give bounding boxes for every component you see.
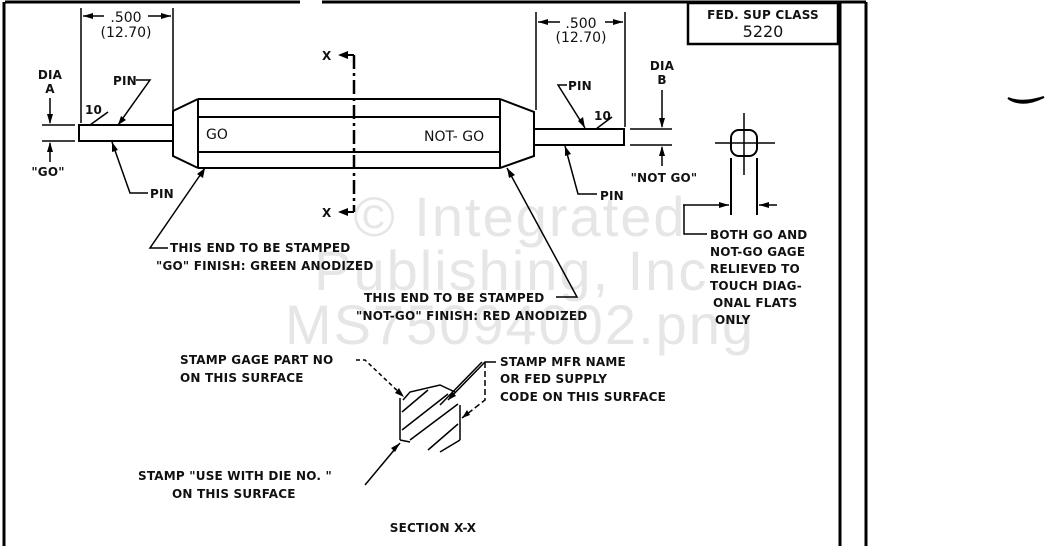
not-go-end-note-1: THIS END TO BE STAMPED	[364, 291, 544, 305]
watermark-line-2: Publishing, Inc.	[314, 239, 726, 302]
chamfer-notes: 10 10	[85, 103, 613, 130]
gage-body: GO NOT- GO	[172, 98, 535, 169]
section-xx-view	[364, 361, 483, 486]
class-label: FED. SUP CLASS	[707, 8, 819, 22]
relief-note-4: TOUCH DIAG-	[710, 279, 802, 293]
pin-label-top-right: PIN	[568, 79, 592, 93]
left-chamfer-value: 10	[85, 103, 102, 117]
watermark: © Integrated Publishing, Inc. MS75094002…	[285, 185, 755, 356]
stamp-part-note-2: ON THIS SURFACE	[180, 371, 304, 385]
relief-note-2: NOT-GO GAGE	[710, 245, 805, 259]
stamp-mfr-note-2: OR FED SUPPLY	[500, 372, 607, 386]
go-end-note-1: THIS END TO BE STAMPED	[170, 241, 350, 255]
edge-mark	[1007, 96, 1045, 104]
not-go-end-note: THIS END TO BE STAMPED "NOT-GO" FINISH: …	[356, 167, 587, 323]
section-mark-top: X	[322, 49, 332, 63]
class-value: 5220	[743, 22, 784, 41]
stamp-mfr-note: STAMP MFR NAME OR FED SUPPLY CODE ON THI…	[447, 355, 666, 419]
section-mark-bottom: X	[322, 206, 332, 220]
go-pin	[78, 124, 174, 142]
go-end-label: GO	[206, 127, 228, 143]
relief-note-6: ONLY	[715, 313, 751, 327]
stamp-part-note-1: STAMP GAGE PART NO	[180, 353, 333, 367]
dia-a-label-1: DIA	[38, 68, 63, 82]
dia-b-label-1: DIA	[650, 59, 675, 73]
left-length-value: .500	[110, 10, 141, 26]
pin-label-bottom-left: PIN	[150, 187, 174, 201]
stamp-mfr-note-3: CODE ON THIS SURFACE	[500, 390, 666, 404]
right-length-dimension: .500 (12.70)	[535, 12, 626, 127]
not-go-end-label: NOT- GO	[424, 129, 484, 145]
left-length-mm: (12.70)	[100, 25, 151, 41]
relief-note: BOTH GO AND NOT-GO GAGE RELIEVED TO TOUC…	[710, 228, 807, 327]
relief-note-5: ONAL FLATS	[713, 296, 797, 310]
section-line-xx: X X	[322, 49, 356, 220]
go-quoted-label: "GO"	[31, 165, 64, 179]
dia-a-label-2: A	[45, 82, 55, 96]
relief-note-3: RELIEVED TO	[710, 262, 800, 276]
not-go-end-note-2: "NOT-GO" FINISH: RED ANODIZED	[356, 309, 587, 323]
stamp-mfr-note-1: STAMP MFR NAME	[500, 355, 626, 369]
section-title: SECTION X-X	[390, 521, 477, 535]
stamp-part-note: STAMP GAGE PART NO ON THIS SURFACE	[180, 353, 405, 398]
relief-note-1: BOTH GO AND	[710, 228, 807, 242]
pin-label-bottom-right: PIN	[600, 189, 624, 203]
right-length-value: .500	[565, 16, 596, 32]
left-length-dimension: .500 (12.70)	[80, 8, 174, 123]
not-go-quoted-label: "NOT GO"	[631, 171, 698, 185]
not-go-pin	[533, 128, 625, 146]
dia-b-label-2: B	[657, 73, 666, 87]
stamp-die-note-2: ON THIS SURFACE	[172, 487, 296, 501]
fed-sup-class-box: FED. SUP CLASS 5220	[686, 1, 840, 46]
end-view-detail	[683, 113, 777, 235]
go-end-note: THIS END TO BE STAMPED "GO" FINISH: GREE…	[148, 167, 374, 273]
go-end-note-2: "GO" FINISH: GREEN ANODIZED	[156, 259, 374, 273]
pin-label-top-left: PIN	[113, 74, 137, 88]
right-length-mm: (12.70)	[555, 30, 606, 46]
stamp-die-note-1: STAMP "USE WITH DIE NO. "	[138, 469, 332, 483]
stamp-die-note: STAMP "USE WITH DIE NO. " ON THIS SURFAC…	[138, 443, 400, 501]
pin-leaders: PIN PIN PIN PIN	[111, 74, 624, 203]
watermark-line-1: © Integrated	[353, 185, 686, 248]
watermark-line-3: MS75094002.png	[285, 293, 755, 356]
right-chamfer-value: 10	[594, 109, 611, 123]
dia-b-dimension: DIA B "NOT GO"	[630, 59, 697, 185]
dia-a-dimension: DIA A "GO"	[31, 68, 75, 179]
